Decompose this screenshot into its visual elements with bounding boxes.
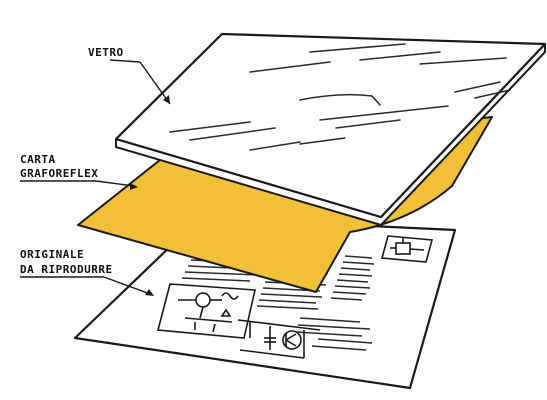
original-label-line1: ORIGINALE bbox=[20, 248, 84, 261]
glass-leader-arrow bbox=[163, 95, 170, 104]
glass-label: VETRO bbox=[88, 46, 124, 59]
original-leader-arrow bbox=[145, 289, 154, 296]
glass-reflection-lines bbox=[169, 43, 511, 151]
document-text-block-bottom bbox=[295, 317, 373, 351]
glass-pane bbox=[114, 32, 547, 226]
document-text-block-right bbox=[330, 255, 375, 301]
original-label-line2: DA RIPRODURRE bbox=[20, 263, 113, 276]
document-component-figure bbox=[380, 235, 434, 263]
glass-label-group: VETRO bbox=[88, 46, 171, 105]
paper-label-line2: GRAFOREFLEX bbox=[20, 167, 98, 180]
document-circuit-figure bbox=[237, 319, 321, 359]
paper-leader-arrow bbox=[130, 183, 138, 190]
paper-label-line1: CARTA bbox=[20, 153, 56, 166]
original-label-group: ORIGINALE DA RIPRODURRE bbox=[20, 248, 154, 296]
document-schematic-figure bbox=[156, 283, 256, 339]
paper-label-group: CARTA GRAFOREFLEX bbox=[20, 153, 138, 190]
